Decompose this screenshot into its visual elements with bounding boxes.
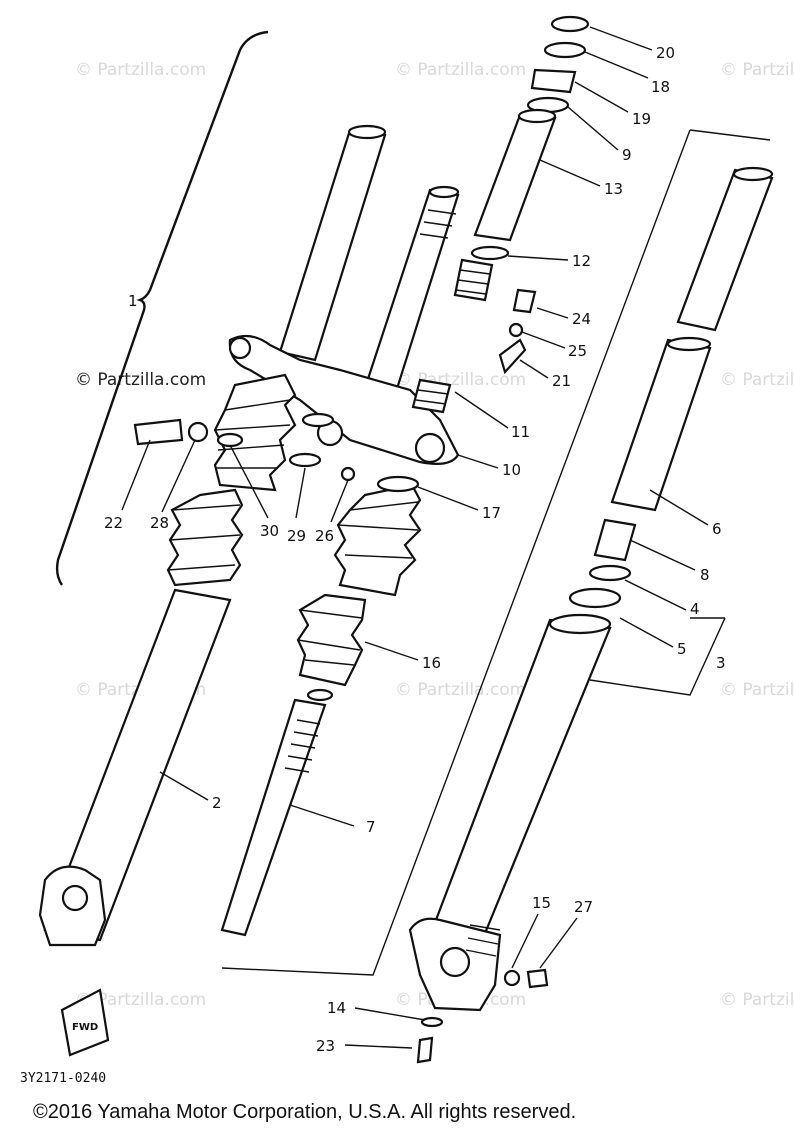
watermark: © Partzilla.com xyxy=(395,60,526,80)
callout-14: 14 xyxy=(327,999,346,1017)
callout-15: 15 xyxy=(532,894,551,912)
watermark: © Partzilla.com xyxy=(720,60,794,80)
callout-29: 29 xyxy=(287,527,306,545)
fwd-arrow-icon: FWD xyxy=(60,988,110,1057)
callout-12: 12 xyxy=(572,252,591,270)
callout-28: 28 xyxy=(150,514,169,532)
callout-2: 2 xyxy=(212,794,222,812)
leader-lines xyxy=(121,26,725,1049)
callout-17: 17 xyxy=(482,504,501,522)
callout-22: 22 xyxy=(104,514,123,532)
callout-6: 6 xyxy=(712,520,722,538)
callout-20: 20 xyxy=(656,44,675,62)
callout-30: 30 xyxy=(260,522,279,540)
fwd-label: FWD xyxy=(72,1022,98,1033)
damper-assembly xyxy=(133,15,590,937)
inner-assembly-outline xyxy=(221,129,771,976)
watermark: © Partzilla.com xyxy=(720,370,794,390)
drawing-code: 3Y2171-0240 xyxy=(20,1071,106,1086)
left-fork-assembly xyxy=(38,124,460,947)
watermark: © Partzilla.com xyxy=(75,370,206,390)
callout-27: 27 xyxy=(574,898,593,916)
callout-23: 23 xyxy=(316,1037,335,1055)
watermark: © Partzilla.com xyxy=(395,680,526,700)
callout-21: 21 xyxy=(552,372,571,390)
callout-13: 13 xyxy=(604,180,623,198)
callout-labels: 20 18 19 9 13 12 24 25 21 11 10 1 17 6 8… xyxy=(104,44,726,1055)
watermark: © Partzilla.com xyxy=(395,370,526,390)
callout-8: 8 xyxy=(700,566,710,584)
callout-5: 5 xyxy=(677,640,687,658)
callout-26: 26 xyxy=(315,527,334,545)
watermark: © Partzilla.com xyxy=(720,680,794,700)
callout-3: 3 xyxy=(716,654,726,672)
callout-4: 4 xyxy=(690,600,700,618)
watermark: © Partzilla.com xyxy=(75,990,206,1010)
copyright-notice: ©2016 Yamaha Motor Corporation, U.S.A. A… xyxy=(33,1101,576,1123)
watermark: © Partzilla.com xyxy=(75,60,206,80)
watermark-layer: © Partzilla.com © Partzilla.com © Partzi… xyxy=(75,60,794,1010)
callout-16: 16 xyxy=(422,654,441,672)
callout-10: 10 xyxy=(502,461,521,479)
callout-18: 18 xyxy=(651,78,670,96)
watermark: © Partzilla.com xyxy=(720,990,794,1010)
callout-19: 19 xyxy=(632,110,651,128)
callout-9: 9 xyxy=(622,146,632,164)
callout-25: 25 xyxy=(568,342,587,360)
callout-7: 7 xyxy=(366,818,376,836)
callout-1: 1 xyxy=(128,292,138,310)
callout-24: 24 xyxy=(572,310,591,328)
right-fork-assembly xyxy=(408,166,774,1064)
callout-11: 11 xyxy=(511,423,530,441)
assembly-bracket xyxy=(55,30,269,586)
